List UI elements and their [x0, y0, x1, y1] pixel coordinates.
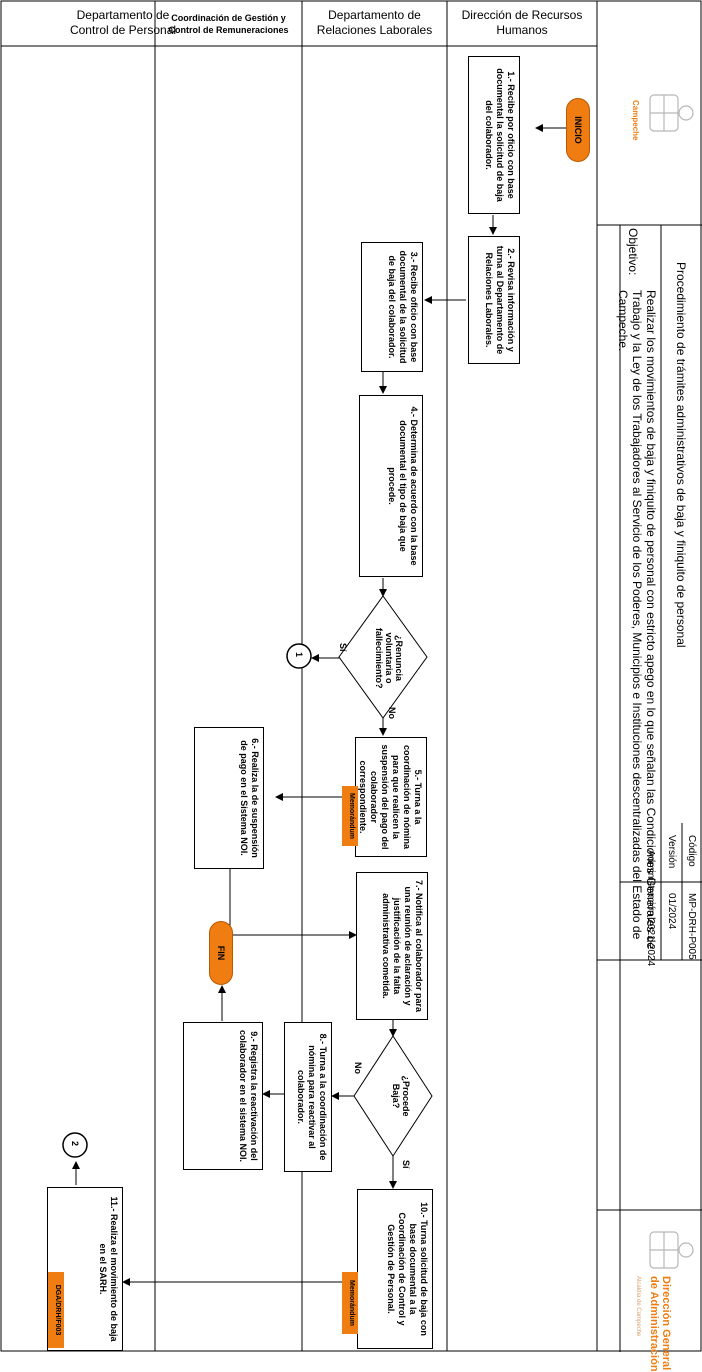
- version-value: 01/2024: [666, 893, 677, 930]
- arrow-s6-s7: [229, 869, 357, 939]
- brand-line-1: Dirección General: [660, 1276, 672, 1371]
- seal-icon-right: [649, 1231, 694, 1269]
- step-5-box: 5.- Turna a la coordinación de nómina pa…: [355, 737, 427, 857]
- step-10-box: 10.- Turna solicitud de baja con base do…: [357, 1189, 433, 1349]
- code-value: MP-DRH-P005: [686, 893, 697, 960]
- decision-renuncia-label: ¿Renuncia voluntaria o fallecimiento?: [374, 628, 404, 689]
- decision-procede-label: ¿Procede Baja?: [391, 1075, 411, 1117]
- lane-header-relaciones: Departamento de Relaciones Laborales: [316, 8, 433, 37]
- brand-line-2: de Administración: [648, 1276, 660, 1372]
- administration-label: Administración 2021-2024: [645, 850, 656, 967]
- decision-procede-no: No: [353, 1062, 363, 1074]
- step-1-box: 1.- Recibe por oficio con base documenta…: [468, 56, 520, 214]
- decision-procede-baja: [353, 1035, 433, 1157]
- decision-renuncia: [338, 595, 428, 719]
- form-dga-drh-f003: DGA/DRH/F003: [48, 1272, 64, 1348]
- procedure-title: Procedimiento de trámites administrativo…: [674, 262, 688, 648]
- header-logo-text: Campeche: [631, 100, 640, 141]
- step-2-box: 2.- Revisa información y turna al Depart…: [468, 236, 520, 364]
- memorandum-1: Memorándum: [342, 786, 358, 846]
- terminal-inicio: INICIO: [566, 98, 590, 162]
- connector-1-label: 1: [294, 652, 304, 658]
- code-label: Código: [686, 835, 697, 867]
- brand-subtitle: Alcaldía de Campeche: [635, 1276, 641, 1337]
- step-6-box: 6.- Realiza la de suspensión de pago en …: [194, 727, 264, 869]
- seal-icon-left: [649, 94, 694, 132]
- decision-renuncia-yes: Sí: [338, 643, 348, 652]
- step-4-box: 4.- Determina de acuerdo con la base doc…: [359, 395, 423, 577]
- decision-procede-yes: Sí: [401, 1160, 411, 1169]
- connector-2-label: 2: [70, 1141, 80, 1147]
- objective-label: Objetivo:: [626, 228, 640, 276]
- terminal-fin: FIN: [209, 921, 233, 985]
- step-8-box: 8.- Turna a la coordinación de nómina pa…: [284, 1022, 332, 1172]
- step-3-box: 3.- Recibe oficio con base documental de…: [361, 242, 423, 372]
- decision-renuncia-no: No: [387, 707, 397, 719]
- connector-1: [286, 643, 312, 669]
- lane-header-coordinacion: Coordinación de Gestión y Control de Rem…: [168, 13, 289, 35]
- connector-2: [62, 1132, 88, 1158]
- lane-header-control-personal: Departamento de Control de Personal: [69, 8, 177, 37]
- lane-header-rrhh: Dirección de Recursos Humanos: [461, 8, 583, 37]
- memorandum-2: Memorándum: [342, 1272, 358, 1334]
- step-7-box: 7.- Notifica al colaborador para una reu…: [356, 872, 428, 1020]
- version-label: Versión: [666, 835, 677, 869]
- step-9-box: 9.- Registra la reactivación del colabor…: [183, 1022, 263, 1170]
